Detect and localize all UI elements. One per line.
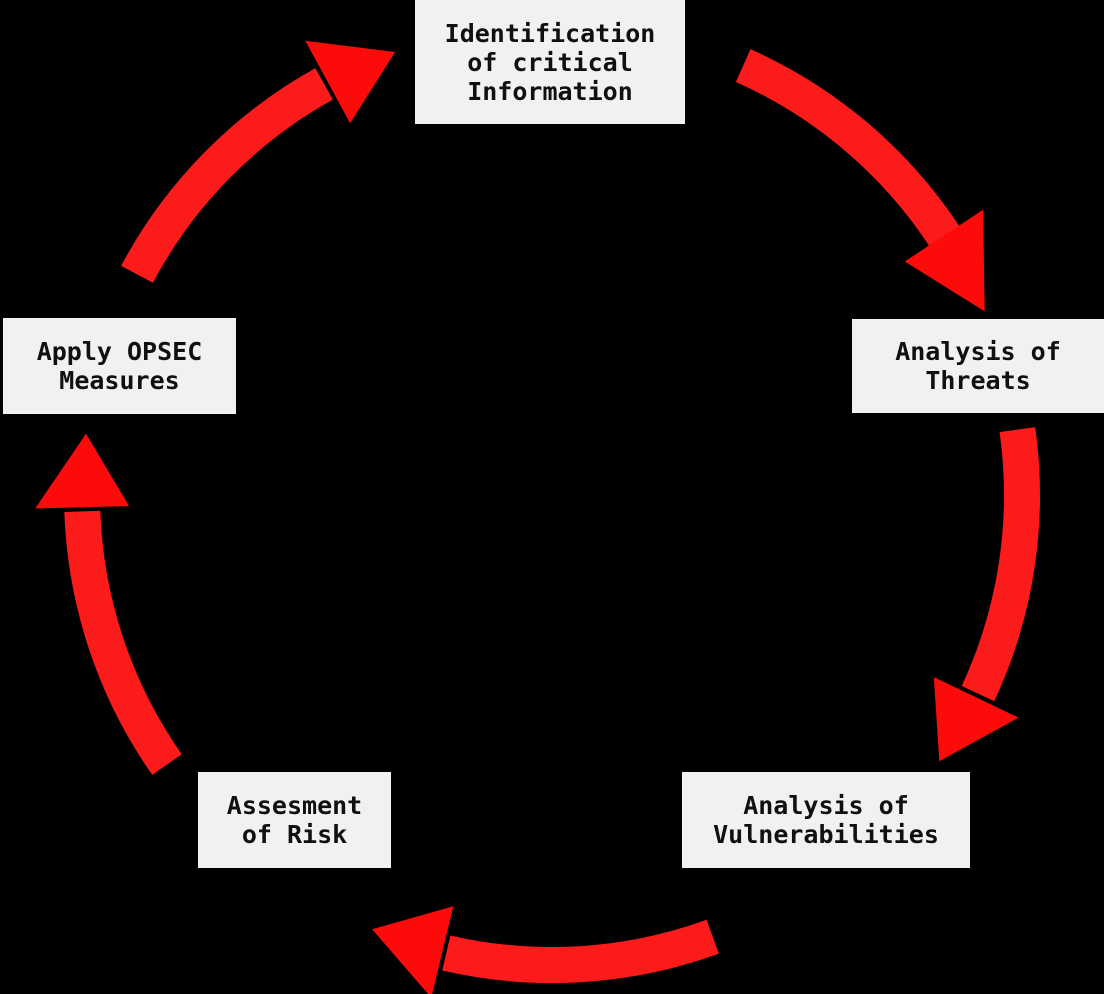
step-box-analysis-of-threats: Analysis of Threats [852, 319, 1104, 413]
arrow-identification-to-threats [735, 49, 985, 312]
arrow-arc [735, 49, 962, 249]
arrowhead-icon [305, 40, 396, 124]
arrow-arc [64, 510, 182, 775]
arrow-threats-to-vulnerabilities [933, 427, 1040, 762]
step-label-apply-opsec-measures: Apply OPSEC Measures [36, 337, 203, 395]
arrowhead-icon [35, 433, 130, 509]
arrow-risk-to-measures [35, 433, 182, 775]
step-label-analysis-of-threats: Analysis of Threats [895, 337, 1061, 395]
arrow-measures-to-identification [121, 40, 396, 283]
arrow-arc [961, 427, 1040, 702]
step-label-analysis-of-vulnerabilities: Analysis of Vulnerabilities [713, 791, 939, 849]
step-box-assesment-of-risk: Assesment of Risk [198, 772, 391, 868]
step-box-analysis-of-vulnerabilities: Analysis of Vulnerabilities [682, 772, 970, 868]
step-box-apply-opsec-measures: Apply OPSEC Measures [3, 318, 236, 414]
arrowhead-icon [933, 677, 1019, 762]
arrowhead-icon [372, 906, 454, 994]
arrowhead-icon [904, 209, 985, 312]
step-box-identification: Identification of critical Information [415, 0, 685, 124]
step-label-assesment-of-risk: Assesment of Risk [226, 791, 363, 849]
arrow-vulnerabilities-to-risk [372, 906, 719, 994]
step-label-identification: Identification of critical Information [444, 18, 656, 106]
arrow-arc [121, 68, 333, 283]
arrow-arc [442, 919, 719, 984]
